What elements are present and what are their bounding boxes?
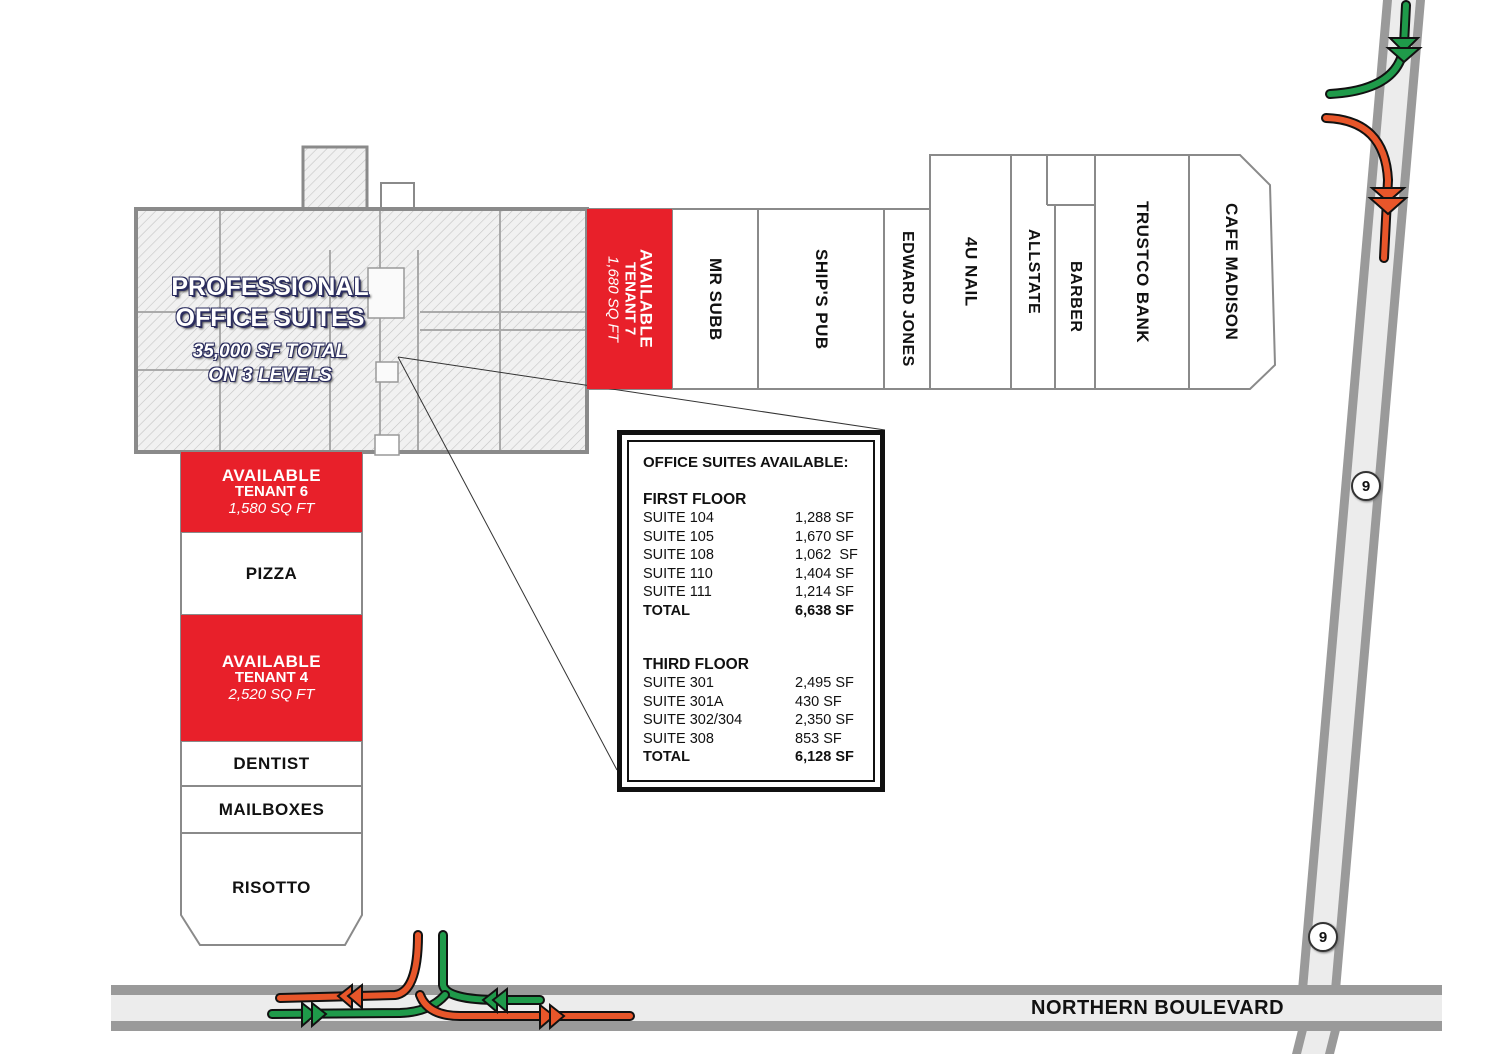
floor-total-row: TOTAL 6,638 SF <box>643 602 873 621</box>
unit-name: MR SUBB <box>706 257 725 341</box>
unit-tenant: TENANT 6 <box>234 483 309 500</box>
suite-size: 2,495 SF <box>795 675 854 691</box>
unit-pizza[interactable]: PIZZA <box>181 532 362 615</box>
unit-name: TRUSTCO BANK <box>1133 201 1152 343</box>
floor-heading-third: THIRD FLOOR <box>643 656 749 673</box>
unit-size: 1,680 SQ FT <box>604 256 622 342</box>
suite-size: 2,350 SF <box>795 712 854 728</box>
unit-barber[interactable]: BARBER <box>1055 205 1095 389</box>
suite-size: 1,062 SF <box>795 547 858 563</box>
unit-ships-pub[interactable]: SHIP'S PUB <box>758 209 884 389</box>
suite-name: SUITE 110 <box>643 565 713 582</box>
route-9-shield-lower: 9 <box>1308 922 1338 952</box>
office-building-title: PROFESSIONAL OFFICE SUITES <box>150 272 390 334</box>
total-value: 6,128 SF <box>795 749 854 765</box>
suite-row: SUITE 301 2,495 SF <box>643 674 873 693</box>
unit-tenant-7-available[interactable]: AVAILABLE TENANT 7 1,680 SQ FT <box>587 209 672 389</box>
unit-name: 4U NAIL <box>961 237 981 307</box>
boulevard-traffic-arrows <box>267 930 635 1031</box>
total-label: TOTAL <box>643 602 690 619</box>
unit-size: 1,580 SQ FT <box>228 500 315 517</box>
office-title-line-1: PROFESSIONAL <box>171 273 369 301</box>
office-subtitle-line-2: ON 3 LEVELS <box>208 365 332 386</box>
suite-name: SUITE 308 <box>643 730 714 747</box>
suite-row: SUITE 308 853 SF <box>643 730 873 749</box>
suite-row: SUITE 301A 430 SF <box>643 693 873 712</box>
unit-name: PIZZA <box>245 563 298 583</box>
floor-total-row: TOTAL 6,128 SF <box>643 748 873 767</box>
suite-size: 1,288 SF <box>795 510 854 526</box>
unit-name: BARBER <box>1067 261 1084 333</box>
unit-name: SHIP'S PUB <box>812 248 831 350</box>
unit-allstate[interactable]: ALLSTATE <box>1011 155 1055 389</box>
unit-name: DENTIST <box>233 753 310 773</box>
suite-row: SUITE 104 1,288 SF <box>643 509 873 528</box>
suite-name: SUITE 105 <box>643 528 714 545</box>
office-building-subtitle: 35,000 SF TOTAL ON 3 LEVELS <box>160 340 380 388</box>
suite-size: 1,404 SF <box>795 565 854 582</box>
unit-tenant-6-available[interactable]: AVAILABLE TENANT 6 1,580 SQ FT <box>181 452 362 532</box>
suite-row: SUITE 105 1,670 SF <box>643 528 873 547</box>
unit-name: CAFE MADISON <box>1222 203 1241 341</box>
unit-status: AVAILABLE <box>221 652 322 671</box>
total-value: 6,638 SF <box>795 602 854 619</box>
unit-tenant-4-available[interactable]: AVAILABLE TENANT 4 2,520 SQ FT <box>181 615 362 741</box>
suite-name: SUITE 108 <box>643 547 714 563</box>
suite-size: 1,670 SF <box>795 528 854 545</box>
suite-name: SUITE 302/304 <box>643 712 743 728</box>
unit-mailboxes[interactable]: MAILBOXES <box>181 786 362 833</box>
suite-size: 853 SF <box>795 730 842 747</box>
suite-name: SUITE 111 <box>643 584 712 600</box>
unit-status: AVAILABLE <box>636 249 656 349</box>
unit-mr-subb[interactable]: MR SUBB <box>672 209 758 389</box>
suite-size: 1,214 SF <box>795 584 854 600</box>
office-suites-info-box: OFFICE SUITES AVAILABLE: FIRST FLOOR SUI… <box>617 430 885 792</box>
unit-size: 2,520 SQ FT <box>228 686 315 703</box>
northern-boulevard-label: NORTHERN BOULEVARD <box>1031 997 1285 1019</box>
suite-row: SUITE 302/304 2,350 SF <box>643 711 873 730</box>
unit-edward-jones[interactable]: EDWARD JONES <box>884 209 930 389</box>
route-9-traffic-arrows <box>1321 0 1423 263</box>
unit-risotto[interactable]: RISOTTO <box>181 833 362 943</box>
total-label: TOTAL <box>643 749 690 765</box>
unit-tenant: TENANT 7 <box>621 262 639 336</box>
unit-tenant: TENANT 4 <box>234 669 309 686</box>
route-9-shield-upper: 9 <box>1351 471 1381 501</box>
suite-name: SUITE 104 <box>643 510 714 526</box>
unit-name: MAILBOXES <box>218 799 325 819</box>
suite-name: SUITE 301A <box>643 693 724 710</box>
info-box-heading: OFFICE SUITES AVAILABLE: <box>643 454 849 471</box>
office-building-footprint <box>134 145 589 456</box>
suite-name: SUITE 301 <box>643 675 714 691</box>
office-title-line-2: OFFICE SUITES <box>175 304 365 332</box>
unit-status: AVAILABLE <box>221 466 322 485</box>
unit-name: EDWARD JONES <box>899 231 916 367</box>
suite-row: SUITE 108 1,062 SF <box>643 546 873 565</box>
unit-name: RISOTTO <box>232 878 311 897</box>
unit-dentist[interactable]: DENTIST <box>181 741 362 786</box>
unit-cafe-madison[interactable]: CAFE MADISON <box>1189 155 1273 389</box>
unit-trustco-bank[interactable]: TRUSTCO BANK <box>1095 155 1189 389</box>
suite-row: SUITE 110 1,404 SF <box>643 565 873 584</box>
office-subtitle-line-1: 35,000 SF TOTAL <box>192 341 348 362</box>
unit-name: ALLSTATE <box>1025 229 1042 315</box>
floor-heading-first: FIRST FLOOR <box>643 491 747 508</box>
suite-size: 430 SF <box>795 693 842 710</box>
unit-4u-nail[interactable]: 4U NAIL <box>930 155 1011 389</box>
route-9-road <box>1292 0 1425 1054</box>
suite-row: SUITE 111 1,214 SF <box>643 583 873 602</box>
callout-lines <box>397 356 886 771</box>
